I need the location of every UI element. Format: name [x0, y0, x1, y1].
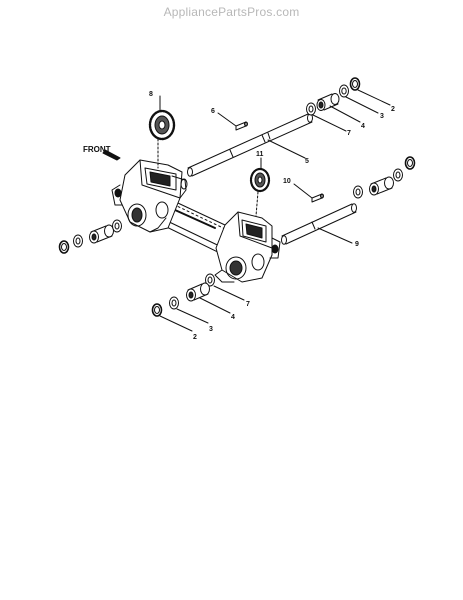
callout-4b: 4 — [231, 314, 235, 321]
bushing-4-right — [369, 176, 394, 196]
callout-3b: 3 — [209, 326, 213, 333]
callout-10: 10 — [283, 178, 291, 185]
washer-3-right — [393, 168, 403, 182]
washer-3-upper — [339, 84, 349, 98]
callout-11: 11 — [256, 151, 264, 158]
callout-line-10 — [293, 183, 313, 199]
callout-3a: 3 — [380, 113, 384, 120]
washer-7-lower — [205, 273, 215, 287]
washer-3-left — [73, 234, 83, 248]
callout-4a: 4 — [361, 123, 365, 130]
callout-8: 8 — [149, 91, 153, 98]
left-gear-housing — [111, 159, 188, 233]
retaining-ring-2-left — [58, 240, 70, 254]
callout-line-7b — [213, 285, 245, 301]
axle-shaft-5 — [187, 113, 313, 177]
gear-8 — [148, 109, 176, 169]
key-10 — [311, 193, 324, 203]
callout-6: 6 — [211, 108, 215, 115]
callout-line-4b — [199, 297, 231, 314]
gear-11 — [249, 167, 271, 217]
callout-line-3a — [345, 96, 379, 114]
callout-line-9 — [317, 227, 353, 244]
front-arrow-icon — [102, 149, 121, 161]
front-indicator: FRONT — [83, 145, 121, 161]
callout-2b: 2 — [193, 334, 197, 341]
right-gear-housing — [214, 211, 281, 283]
callout-line-7a — [312, 114, 347, 132]
washer-7-upper — [306, 102, 316, 116]
washer-3-lower — [169, 296, 179, 310]
callout-line-4a — [329, 105, 361, 123]
bushing-4-left — [89, 224, 114, 244]
watermark-text: AppliancePartsPros.com — [163, 5, 300, 19]
washer-7-right — [353, 185, 363, 199]
callout-line-2a — [357, 89, 391, 106]
callout-line-5 — [267, 139, 306, 159]
callout-7a: 7 — [347, 130, 351, 137]
bushing-4-upper — [316, 93, 340, 111]
callout-line-6 — [217, 112, 237, 127]
bushing-4-lower — [186, 282, 210, 302]
callout-line-3b — [176, 308, 209, 324]
callout-7b: 7 — [246, 301, 250, 308]
retaining-ring-2-right — [404, 156, 416, 170]
retaining-ring-2-lower — [151, 303, 163, 317]
key-6 — [235, 121, 248, 131]
callout-9: 9 — [355, 241, 359, 248]
axle-shaft-9 — [281, 203, 357, 245]
callout-5: 5 — [305, 158, 309, 165]
front-label: FRONT — [83, 145, 111, 154]
callout-line-2b — [159, 315, 193, 332]
washer-7-left — [112, 219, 122, 233]
retaining-ring-2-upper — [349, 77, 361, 91]
callout-2a: 2 — [391, 106, 395, 113]
